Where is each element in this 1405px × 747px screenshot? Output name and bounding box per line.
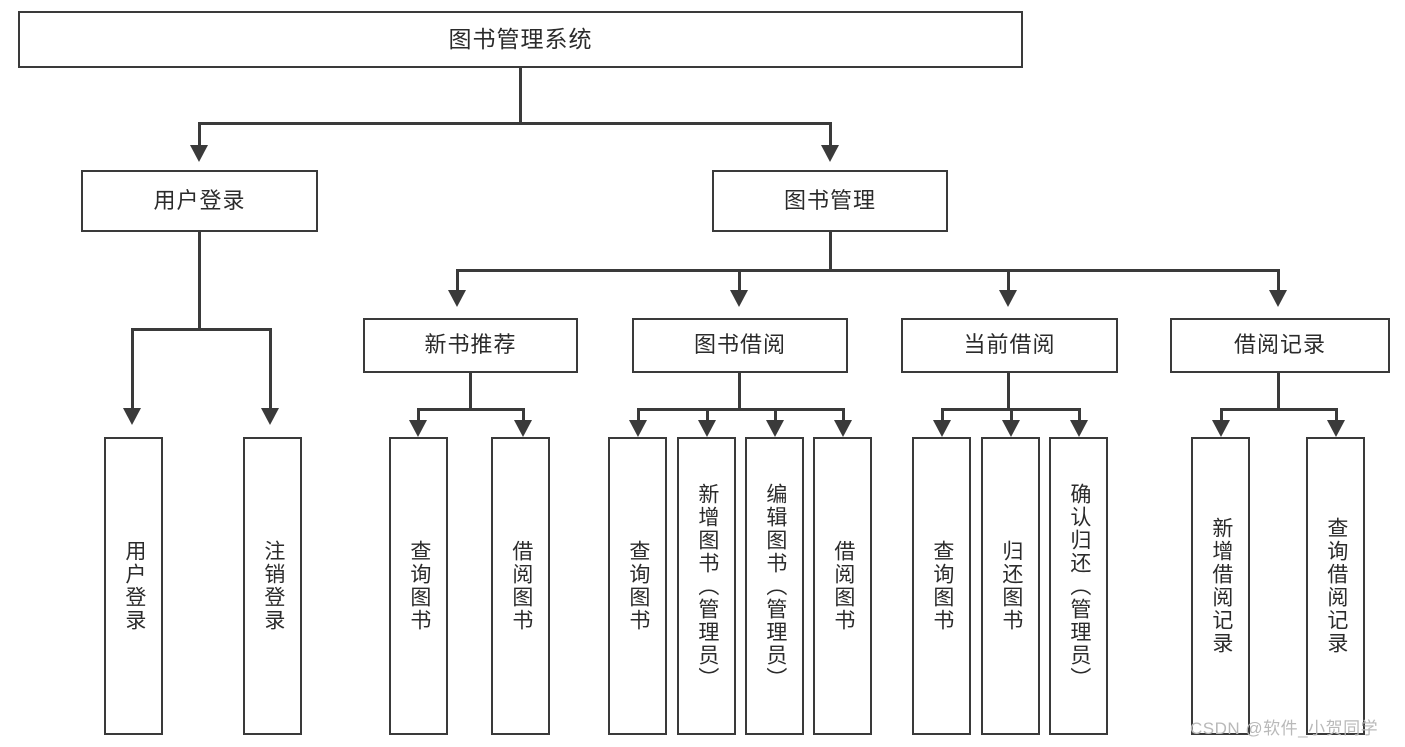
connector-book-mgmt-c4 (1277, 269, 1280, 292)
node-user-login[interactable]: 用户登录 (81, 170, 318, 232)
node-label: 查询图书 (930, 540, 954, 632)
leaf-book-borrow-edit[interactable]: 编辑图书（管理员） (745, 437, 804, 735)
arrow-book-mgmt-to-current-borrow (999, 290, 1017, 307)
leaf-new-book-query[interactable]: 查询图书 (389, 437, 448, 735)
node-label: 新增借阅记录 (1209, 517, 1233, 655)
connector-user-login-bar (131, 328, 270, 331)
arrow-new-book-to-leaf-2 (514, 420, 532, 437)
arrow-borrow-record-to-leaf-1 (1212, 420, 1230, 437)
node-label: 图书借阅 (693, 332, 786, 358)
watermark-csdn: CSDN @软件_小贺同学 (1190, 719, 1379, 738)
leaf-user-login-login[interactable]: 用户登录 (104, 437, 163, 735)
connector-book-borrow-l4 (842, 408, 845, 422)
leaf-current-borrow-confirm-return[interactable]: 确认归还（管理员） (1049, 437, 1108, 735)
connector-user-login-right (269, 328, 272, 410)
arrow-user-login-to-leaf-2 (261, 408, 279, 425)
leaf-new-book-borrow[interactable]: 借阅图书 (491, 437, 550, 735)
node-label: 查询图书 (626, 540, 650, 632)
leaf-book-borrow-add[interactable]: 新增图书（管理员） (677, 437, 736, 735)
node-label: 查询借阅记录 (1324, 517, 1348, 655)
arrow-book-borrow-to-leaf-3 (766, 420, 784, 437)
connector-book-mgmt-c2 (738, 269, 741, 292)
node-label: 用户登录 (122, 540, 146, 632)
node-label: 用户登录 (153, 187, 246, 213)
node-book-borrow[interactable]: 图书借阅 (632, 318, 848, 373)
node-label: 编辑图书（管理员） (763, 482, 787, 690)
arrow-root-to-user-login (190, 145, 208, 162)
node-label: 借阅图书 (831, 540, 855, 632)
connector-current-borrow-l3 (1078, 408, 1081, 422)
connector-book-borrow-l2 (706, 408, 709, 422)
node-current-borrow[interactable]: 当前借阅 (901, 318, 1118, 373)
connector-borrow-record-bar (1220, 408, 1338, 411)
leaf-book-borrow-borrow[interactable]: 借阅图书 (813, 437, 872, 735)
node-borrow-record[interactable]: 借阅记录 (1170, 318, 1390, 373)
connector-book-mgmt-bar (456, 269, 1278, 272)
arrow-current-borrow-to-leaf-1 (933, 420, 951, 437)
connector-user-login-left (131, 328, 134, 410)
connector-book-borrow-l1 (637, 408, 640, 422)
arrow-current-borrow-to-leaf-2 (1002, 420, 1020, 437)
connector-root-to-book-mgmt (829, 122, 832, 147)
connector-book-borrow-stem (738, 373, 741, 411)
arrow-book-mgmt-to-borrow-record (1269, 290, 1287, 307)
leaf-current-borrow-query[interactable]: 查询图书 (912, 437, 971, 735)
leaf-borrow-record-add[interactable]: 新增借阅记录 (1191, 437, 1250, 735)
arrow-new-book-to-leaf-1 (409, 420, 427, 437)
arrow-user-login-to-leaf-1 (123, 408, 141, 425)
node-label: 新书推荐 (424, 332, 517, 358)
connector-book-mgmt-c1 (456, 269, 459, 292)
arrow-book-mgmt-to-book-borrow (730, 290, 748, 307)
connector-book-borrow-bar (637, 408, 844, 411)
connector-root-bar (198, 122, 832, 125)
connector-user-login-stem (198, 232, 201, 331)
node-label: 图书管理系统 (448, 25, 593, 52)
connector-new-book-l1 (417, 408, 420, 422)
node-label: 图书管理 (783, 187, 876, 213)
node-new-book-recommend[interactable]: 新书推荐 (363, 318, 578, 373)
connector-new-book-l2 (522, 408, 525, 422)
node-root-system[interactable]: 图书管理系统 (18, 11, 1023, 68)
node-label: 注销登录 (261, 540, 285, 632)
arrow-book-borrow-to-leaf-2 (698, 420, 716, 437)
arrow-book-borrow-to-leaf-1 (629, 420, 647, 437)
node-label: 借阅记录 (1233, 332, 1326, 358)
leaf-current-borrow-return[interactable]: 归还图书 (981, 437, 1040, 735)
connector-root-stem (519, 68, 522, 124)
connector-borrow-record-l2 (1335, 408, 1338, 422)
node-label: 当前借阅 (963, 332, 1056, 358)
arrow-borrow-record-to-leaf-2 (1327, 420, 1345, 437)
leaf-user-login-logout[interactable]: 注销登录 (243, 437, 302, 735)
node-label: 借阅图书 (509, 540, 533, 632)
connector-book-borrow-l3 (774, 408, 777, 422)
connector-current-borrow-l1 (941, 408, 944, 422)
connector-current-borrow-stem (1007, 373, 1010, 411)
node-book-management[interactable]: 图书管理 (712, 170, 948, 232)
connector-borrow-record-stem (1277, 373, 1280, 411)
connector-current-borrow-l2 (1010, 408, 1013, 422)
node-label: 归还图书 (999, 540, 1023, 632)
connector-root-to-user-login (198, 122, 201, 147)
arrow-current-borrow-to-leaf-3 (1070, 420, 1088, 437)
node-label: 确认归还（管理员） (1067, 482, 1091, 690)
node-label: 查询图书 (407, 540, 431, 632)
leaf-borrow-record-query[interactable]: 查询借阅记录 (1306, 437, 1365, 735)
leaf-book-borrow-query[interactable]: 查询图书 (608, 437, 667, 735)
connector-borrow-record-l1 (1220, 408, 1223, 422)
connector-book-mgmt-stem (829, 232, 832, 272)
connector-book-mgmt-c3 (1007, 269, 1010, 292)
node-label: 新增图书（管理员） (695, 482, 719, 690)
connector-new-book-stem (469, 373, 472, 411)
arrow-root-to-book-mgmt (821, 145, 839, 162)
arrow-book-borrow-to-leaf-4 (834, 420, 852, 437)
connector-new-book-bar (417, 408, 525, 411)
arrow-book-mgmt-to-new-book (448, 290, 466, 307)
